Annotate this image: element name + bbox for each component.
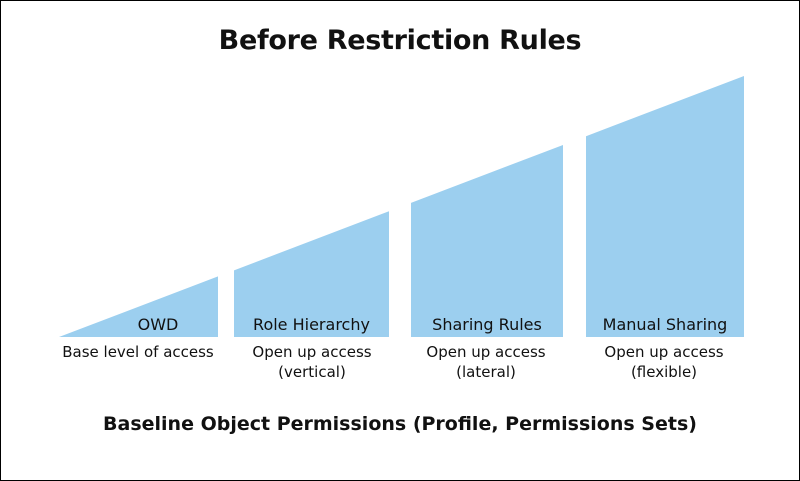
step-label-owd: OWD bbox=[138, 315, 179, 334]
diagram-title: Before Restriction Rules bbox=[218, 25, 582, 56]
caption-manual-sharing: Open up access (flexible) bbox=[576, 342, 752, 382]
ramp-segment-owd bbox=[59, 276, 218, 337]
caption-manual-sharing-line-2: (flexible) bbox=[630, 363, 698, 381]
ramp-segments bbox=[59, 76, 744, 337]
caption-sharing-rules: Open up access (lateral) bbox=[398, 342, 574, 382]
step-label-role-hierarchy: Role Hierarchy bbox=[253, 315, 370, 334]
ramp-labels: OWD Role Hierarchy Sharing Rules Manual Sha… bbox=[138, 315, 728, 334]
ramp-segment-role-hierarchy bbox=[234, 211, 389, 337]
step-label-manual-sharing: Manual Sharing bbox=[603, 315, 728, 334]
caption-sharing-rules-line-2: (lateral) bbox=[456, 363, 516, 381]
caption-sharing-rules-line-1: Open up access bbox=[426, 343, 546, 361]
step-label-sharing-rules: Sharing Rules bbox=[432, 315, 542, 334]
caption-manual-sharing-line-1: Open up access bbox=[604, 343, 724, 361]
ramp-segment-sharing-rules bbox=[411, 144, 563, 337]
baseline-footer: Baseline Object Permissions (Profile, Pe… bbox=[103, 413, 697, 435]
caption-role-hierarchy-line-1: Open up access bbox=[252, 343, 372, 361]
caption-owd-line-1: Base level of access bbox=[62, 343, 214, 361]
caption-owd: Base level of access bbox=[50, 342, 226, 362]
caption-role-hierarchy-line-2: (vertical) bbox=[278, 363, 346, 381]
ramp-segment-manual-sharing bbox=[586, 76, 744, 337]
caption-role-hierarchy: Open up access (vertical) bbox=[224, 342, 400, 382]
